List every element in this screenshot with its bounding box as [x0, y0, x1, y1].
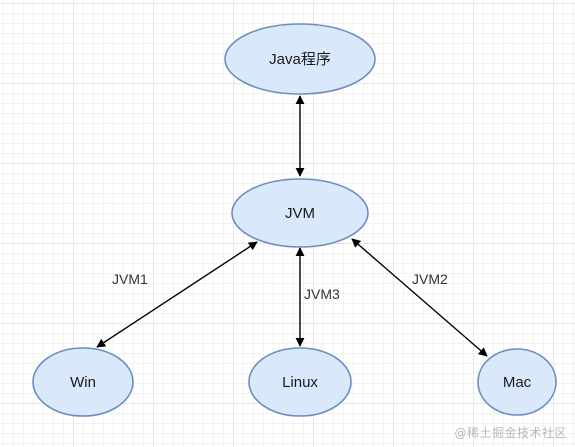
node-jvm-label: JVM — [285, 205, 315, 222]
edge-label-jvm3: JVM3 — [304, 286, 340, 302]
watermark-text: @稀土掘金技术社区 — [454, 426, 567, 440]
node-jvm[interactable]: JVM — [231, 178, 369, 248]
edge-jvm-mac — [351, 238, 488, 357]
edge-label-jvm1: JVM1 — [112, 271, 148, 287]
node-win[interactable]: Win — [32, 347, 134, 417]
node-mac-label: Mac — [503, 374, 532, 391]
node-java-program[interactable]: Java程序 — [224, 23, 376, 95]
edge-label-jvm2: JVM2 — [412, 271, 448, 287]
node-java-program-label: Java程序 — [269, 51, 331, 68]
node-win-label: Win — [70, 374, 96, 391]
node-mac[interactable]: Mac — [477, 348, 557, 416]
node-linux-label: Linux — [282, 374, 318, 391]
edge-jvm-win — [96, 241, 258, 348]
node-linux[interactable]: Linux — [248, 347, 352, 417]
